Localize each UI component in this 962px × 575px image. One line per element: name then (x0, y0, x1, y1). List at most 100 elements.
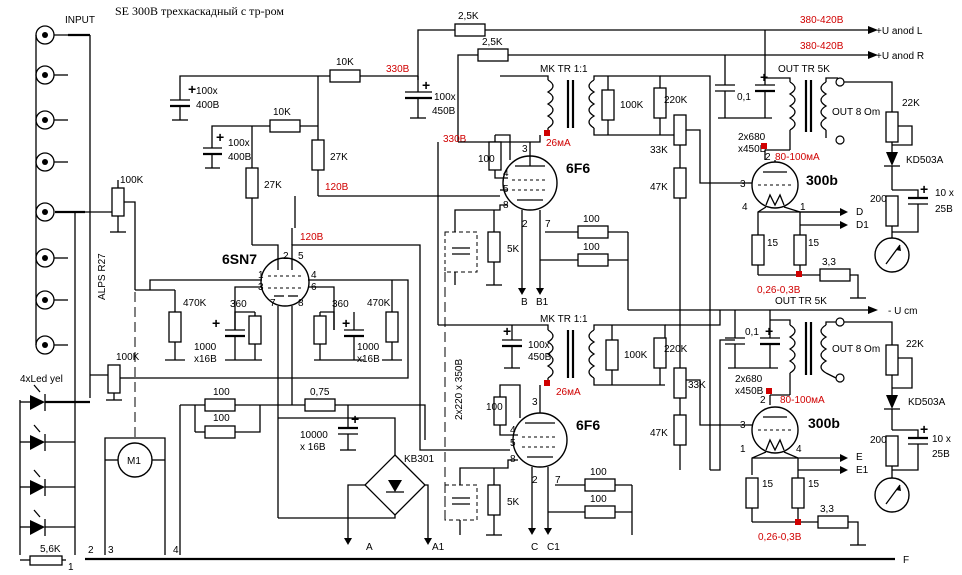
v120-a: 120В (325, 182, 349, 193)
c2x680-top-voltage: x450В (738, 144, 767, 155)
r33-top-value: 3,3 (822, 257, 836, 268)
alps-label: ALPS R27 (97, 253, 108, 300)
svg-text:2: 2 (522, 219, 528, 230)
r22k-top-value: 22K (902, 98, 920, 109)
r100k-bot-value: 100K (624, 350, 648, 361)
v380-l: 380-420В (800, 15, 844, 26)
motor-label: M1 (127, 456, 141, 467)
c100x400-b-value: 100x (228, 138, 250, 149)
r15-b-value: 15 (808, 238, 820, 249)
out-tr-top2-label: OUT TR 5K (775, 296, 827, 307)
label-e1: E1 (856, 465, 869, 476)
r25k-a-value: 2,5K (458, 11, 479, 22)
svg-text:+: + (216, 129, 224, 145)
bias-bus: - U cm (627, 280, 917, 317)
r33k-top-value: 33K (650, 145, 668, 156)
r470k-l-value: 470K (183, 298, 207, 309)
ma80-top: 80-100мА (775, 152, 820, 163)
r220k-top-value: 220K (664, 95, 688, 106)
c100x450-a-value: 100x (434, 92, 456, 103)
label-a: A (366, 542, 373, 553)
r100-c2-value: 100 (583, 242, 600, 253)
r47k-top-value: 47K (650, 182, 668, 193)
supply-rails: 2,5K 380-420В +U anod L 2,5K 380-420В +U… (417, 11, 924, 142)
rca-input-jacks (35, 25, 91, 555)
r100-grid-bot-value: 100 (486, 402, 503, 413)
svg-text:2: 2 (765, 152, 771, 163)
label-b1: B1 (536, 297, 549, 308)
pin-2-label: 2 (88, 545, 94, 556)
r200-top-value: 200 (870, 194, 887, 205)
r100-c1-value: 100 (583, 214, 600, 225)
v330-a: 330В (386, 64, 410, 75)
svg-text:1: 1 (800, 202, 806, 213)
svg-text:+: + (212, 315, 220, 331)
svg-text:1: 1 (740, 444, 746, 455)
heater-supply: 100 100 0,75 + 10000 x 16В KB301 A A1 (179, 387, 445, 555)
pot-a-value: 100K (120, 175, 144, 186)
svg-text:+: + (765, 323, 773, 339)
svg-text:+: + (503, 323, 511, 339)
svg-text:5: 5 (510, 438, 516, 449)
r100-c4-value: 100 (590, 494, 607, 505)
tube-6f6-top-label: 6F6 (566, 160, 590, 176)
c10x25-bot-value: 10 x (932, 434, 951, 445)
svg-text:7: 7 (270, 298, 276, 309)
svg-text:3: 3 (740, 420, 746, 431)
r15-d-value: 15 (808, 479, 820, 490)
label-c: C (531, 542, 538, 553)
c1000-l-value: 1000 (194, 342, 217, 353)
r10k-a-value: 10K (336, 57, 354, 68)
svg-text:2: 2 (532, 475, 538, 486)
anod-r-label: +U anod R (876, 51, 924, 62)
label-b: B (521, 297, 528, 308)
svg-text:8: 8 (298, 298, 304, 309)
resistor-5k6: 5,6K 1 2 3 4 (20, 544, 179, 573)
r360-l-value: 360 (230, 299, 247, 310)
svg-text:3: 3 (522, 144, 528, 155)
svg-text:+: + (920, 421, 928, 437)
svg-text:+: + (188, 81, 196, 97)
label-d: D (856, 207, 863, 218)
svg-text:7: 7 (555, 475, 561, 486)
svg-text:4: 4 (503, 168, 509, 179)
mktr-top-label: MK TR 1:1 (540, 64, 588, 75)
v380-r: 380-420В (800, 41, 844, 52)
led-indicators: 4xLed yel (19, 374, 90, 555)
c10x25-top-voltage: 25В (935, 204, 953, 215)
ma26-bot: 26мА (556, 387, 581, 398)
v120-b: 120В (300, 232, 324, 243)
c2x680-bot-value: 2x680 (735, 374, 763, 385)
r33-bot-value: 3,3 (820, 504, 834, 515)
r470k-r-value: 470K (367, 298, 391, 309)
svg-text:4: 4 (311, 270, 317, 281)
r27k-a-value: 27K (330, 152, 348, 163)
c100x400-a-value: 100x (196, 86, 218, 97)
r100-c3-value: 100 (590, 467, 607, 478)
ma80-bot: 80-100мА (780, 395, 825, 406)
ma26-top: 26мА (546, 138, 571, 149)
c100x400-a-voltage: 400В (196, 100, 220, 111)
stage-300b-top: 0,1 + 2x680 x450В OUT TR 5K 80-100мА OUT… (715, 30, 880, 307)
svg-text:+: + (342, 315, 350, 331)
v026-top: 0,26-0,3В (757, 285, 801, 296)
r220k-bot-value: 220K (664, 344, 688, 355)
svg-text:2: 2 (760, 395, 766, 406)
c100x450-b-voltage: 450В (528, 352, 552, 363)
6sn7-bias-network: 470K 470K 360 + 1000 x16В 360 + 1000 x16… (165, 280, 402, 365)
r100-h1-value: 100 (213, 387, 230, 398)
label-f: F (903, 555, 909, 566)
kd503-top-label: KD503A (906, 155, 944, 166)
out-tr-top-label: OUT TR 5K (778, 64, 830, 75)
stage-6f6-bottom: MK TR 1:1 26мА 100K 220K 33K 47K + 100x (459, 310, 748, 553)
mktr-bot-label: MK TR 1:1 (540, 314, 588, 325)
r200-bot-value: 200 (870, 435, 887, 446)
pin-4-label: 4 (173, 545, 179, 556)
c10000-voltage: x 16В (300, 442, 326, 453)
alps-volume-pot: 100K ALPS R27 100K (75, 175, 144, 440)
label-a1: A1 (432, 542, 445, 553)
c10x25-bot-voltage: 25В (932, 449, 950, 460)
pin-3-label: 3 (108, 545, 114, 556)
r22k-bot-value: 22K (906, 339, 924, 350)
